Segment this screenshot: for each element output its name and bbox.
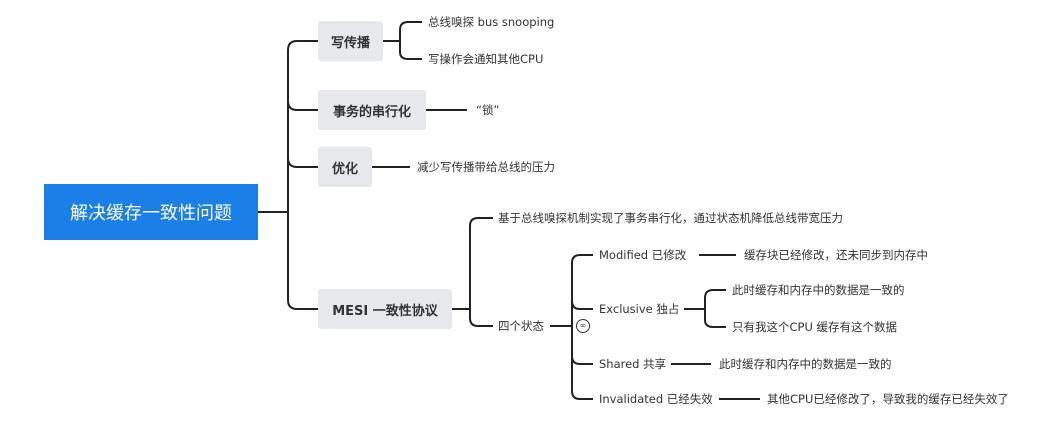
detail-modified[interactable]: 缓存块已经修改，还未同步到内存中 (744, 248, 928, 262)
subtopic-bus-snooping[interactable]: 总线嗅探 bus snooping (428, 15, 555, 29)
subtopic-mesi-intro[interactable]: 基于总线嗅探机制实现了事务串行化，通过状态机降低总线带宽压力 (498, 211, 843, 225)
subtopic-lock[interactable]: “锁” (476, 103, 500, 117)
subtopic-four-states[interactable]: 四个状态 (498, 319, 544, 333)
detail-invalidated[interactable]: 其他CPU已经修改了，导致我的缓存已经失效了 (767, 392, 1009, 406)
state-modified[interactable]: Modified 已修改 (599, 248, 687, 262)
topic-mesi-protocol[interactable]: MESI 一致性协议 (318, 289, 452, 329)
detail-shared[interactable]: 此时缓存和内存中的数据是一致的 (719, 357, 892, 371)
topic-write-propagation[interactable]: 写传播 (318, 21, 383, 61)
subtopic-reduce-bus-pressure[interactable]: 减少写传播带给总线的压力 (417, 160, 555, 174)
subtopic-write-notify[interactable]: 写操作会通知其他CPU (428, 52, 544, 66)
state-shared[interactable]: Shared 共享 (599, 357, 667, 371)
state-invalidated[interactable]: Invalidated 已经失效 (599, 392, 713, 406)
detail-exclusive-only-mine[interactable]: 只有我这个CPU 缓存有这个数据 (732, 320, 898, 334)
topic-transaction-serialization[interactable]: 事务的串行化 (318, 90, 426, 130)
topic-optimization[interactable]: 优化 (318, 147, 372, 187)
state-exclusive[interactable]: Exclusive 独占 (599, 302, 680, 316)
link-icon[interactable]: ∞ (576, 319, 590, 333)
detail-exclusive-consistent[interactable]: 此时缓存和内存中的数据是一致的 (732, 283, 905, 297)
root-topic[interactable]: 解决缓存一致性问题 (44, 184, 258, 240)
